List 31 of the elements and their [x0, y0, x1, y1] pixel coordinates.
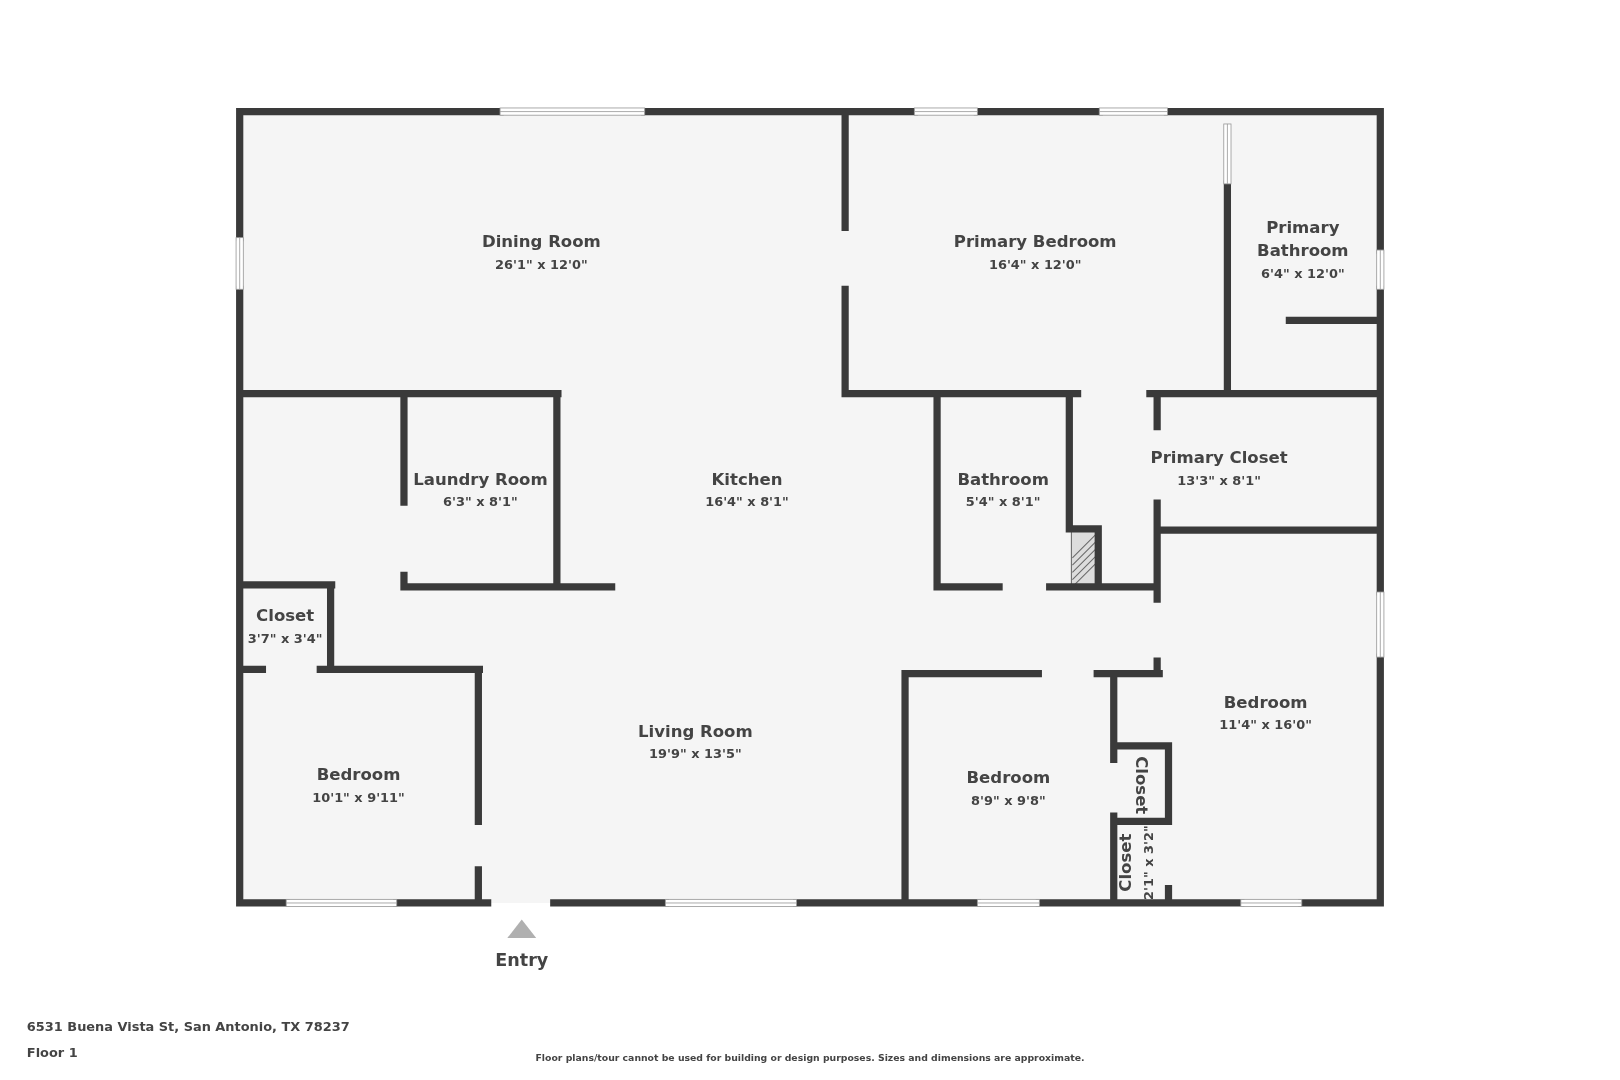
- room-name: Primary Bedroom: [953, 230, 1117, 254]
- floor-label: Floor 1: [26, 1045, 78, 1061]
- room-name: Closet: [1131, 756, 1153, 815]
- room-dimensions: 19'9" x 13'5": [649, 744, 742, 764]
- entry-label: Entry: [495, 949, 549, 971]
- room-name: Bathroom: [957, 468, 1049, 491]
- room-name: Bedroom: [966, 766, 1051, 790]
- room-name: Primary Closet: [1150, 446, 1288, 469]
- room-name: Primary Bathroom: [1256, 217, 1350, 263]
- room-dimensions: 11'4" x 16'0": [1219, 716, 1312, 735]
- room-dimensions: 8'9" x 9'8": [971, 791, 1046, 810]
- room-dimensions: 6'3" x 8'1": [443, 492, 518, 512]
- room-name: Living Room: [638, 720, 753, 743]
- room-dimensions: 13'3" x 8'1": [1177, 471, 1261, 490]
- address-text: 6531 Buena Vista St, San Antonio, TX 78237: [26, 1018, 350, 1034]
- room-name: Bedroom: [1223, 691, 1308, 714]
- room-dimensions: 6'4" x 12'0": [1261, 264, 1345, 283]
- room-dimensions: 16'4" x 8'1": [705, 492, 789, 512]
- room-dimensions: 16'4" x 12'0": [988, 255, 1082, 274]
- room-name: Kitchen: [711, 468, 783, 491]
- room-name: Closet: [256, 604, 315, 628]
- room-dimensions: 2'1" x 3'2": [1139, 825, 1158, 900]
- room-name: Dining Room: [481, 230, 601, 254]
- room-dimensions: 10'1" x 9'11": [312, 788, 405, 807]
- room-dimensions: 5'4" x 8'1": [965, 492, 1041, 512]
- room-name: Closet: [1114, 833, 1137, 892]
- room-name: Bedroom: [316, 763, 401, 787]
- room-name: Laundry Room: [413, 468, 548, 491]
- room-dimensions: 26'1" x 12'0": [495, 255, 588, 274]
- room-dimensions: 3'7" x 3'4": [247, 629, 323, 648]
- disclaimer-note: Floor plans/tour cannot be used for building or design purposes. Sizes and dimensions are approximate.: [535, 1052, 1085, 1064]
